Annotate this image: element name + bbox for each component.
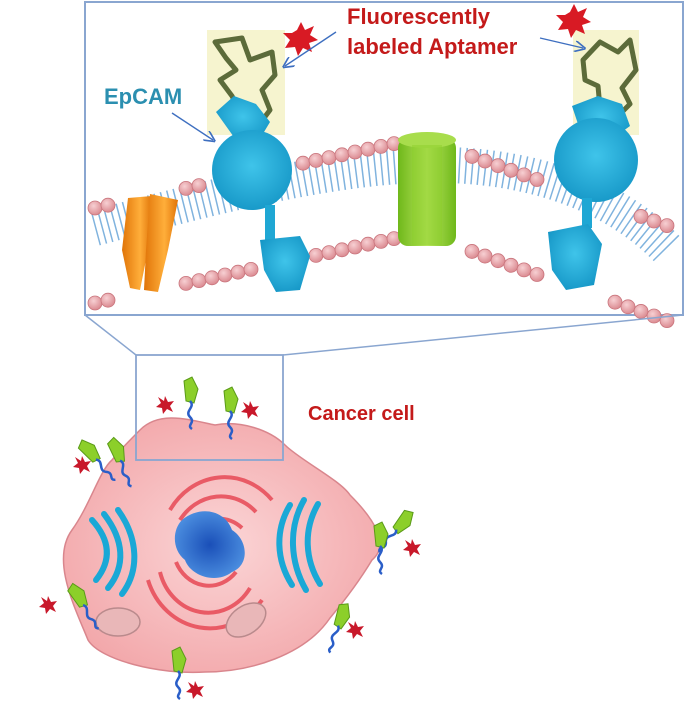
zoom-box xyxy=(135,354,284,461)
fluorophore-star-icon xyxy=(556,4,591,38)
lipid-head xyxy=(607,294,623,310)
fluorophore-star-icon xyxy=(186,681,204,699)
fluorophore-star-icon xyxy=(39,596,57,614)
lipid-head xyxy=(477,248,493,264)
lipid-head xyxy=(178,275,194,291)
fluorophore-star-icon xyxy=(156,396,174,414)
aptamer-icon xyxy=(183,376,199,431)
lipid-head xyxy=(334,242,350,258)
lipid-bilayer xyxy=(87,136,681,329)
lipid-head xyxy=(503,257,519,273)
lipid-head xyxy=(295,155,311,171)
zoom-line-right xyxy=(282,314,684,356)
aptamer-pointer-right xyxy=(539,37,583,48)
aptamer-icon xyxy=(171,646,187,701)
zoom-line-left xyxy=(84,314,137,356)
epcam-label: EpCAM xyxy=(104,84,182,109)
aptamer-icon xyxy=(373,521,389,576)
lipid-head xyxy=(321,245,337,261)
epcam-receptor-icon xyxy=(207,30,310,292)
cancer-cell-label: Cancer cell xyxy=(308,403,415,425)
aptamer-icon xyxy=(106,436,132,488)
aptamer-pointer xyxy=(285,31,337,66)
lipid-head xyxy=(464,244,480,259)
fluorophore-star-icon xyxy=(241,401,259,419)
lipid-head xyxy=(633,304,649,319)
lipid-head xyxy=(230,264,246,280)
lipid-head xyxy=(490,158,506,174)
epcam-receptor-icon xyxy=(548,30,639,290)
lipid-head xyxy=(633,209,649,224)
lipid-head xyxy=(191,273,207,289)
cancer-cell xyxy=(62,417,381,674)
lipid-head xyxy=(464,149,480,164)
lipid-head xyxy=(373,138,389,154)
lipid-head xyxy=(646,213,662,229)
aptamer-icon xyxy=(223,386,239,441)
golgi-right xyxy=(276,497,323,593)
lipid-head xyxy=(308,152,324,168)
lipid-head xyxy=(87,295,103,311)
lipid-head xyxy=(646,308,662,324)
lipid-head xyxy=(373,233,389,249)
lipid-head xyxy=(243,261,259,277)
mitochondrion xyxy=(225,602,267,638)
lipid-head xyxy=(178,180,194,196)
epcam-pointer xyxy=(171,112,213,140)
aptamer-icon xyxy=(77,439,116,482)
lipid-head xyxy=(87,200,103,216)
lipid-head xyxy=(308,247,324,263)
lipid-head xyxy=(529,267,545,282)
nucleus xyxy=(174,511,245,579)
aptamer-icon xyxy=(328,603,351,654)
fluorophore-star-icon xyxy=(346,621,364,639)
lipid-head xyxy=(100,197,116,213)
aptamer-label-line1: Fluorescently xyxy=(347,4,491,29)
lipid-head xyxy=(204,270,220,286)
lipid-head xyxy=(191,178,207,194)
lipid-head xyxy=(321,150,337,166)
fluorophore-star-icon xyxy=(73,456,91,474)
lipid-head xyxy=(477,153,493,169)
lipid-head xyxy=(334,147,350,163)
lipid-head xyxy=(347,144,363,160)
lipid-head xyxy=(516,262,532,278)
lipid-head xyxy=(100,292,116,308)
fluorophore-star-icon xyxy=(403,539,421,557)
fluorophore-star-icon xyxy=(283,22,318,56)
lipid-head xyxy=(620,299,636,315)
lipid-head xyxy=(360,141,376,157)
lipid-head xyxy=(360,236,376,252)
golgi-left xyxy=(89,507,138,597)
lipid-head xyxy=(529,172,545,187)
membrane-protein-icon xyxy=(122,194,178,292)
lipid-head xyxy=(217,267,233,283)
aptamer-label-line2: labeled Aptamer xyxy=(347,34,518,59)
lipid-head xyxy=(490,253,506,269)
lipid-head xyxy=(516,167,532,183)
lipid-head xyxy=(659,218,675,234)
lipid-head xyxy=(347,239,363,255)
mitochondrion xyxy=(95,607,141,637)
ion-channel-icon xyxy=(398,132,456,246)
lipid-head xyxy=(503,162,519,178)
aptamer-icon xyxy=(67,582,99,630)
